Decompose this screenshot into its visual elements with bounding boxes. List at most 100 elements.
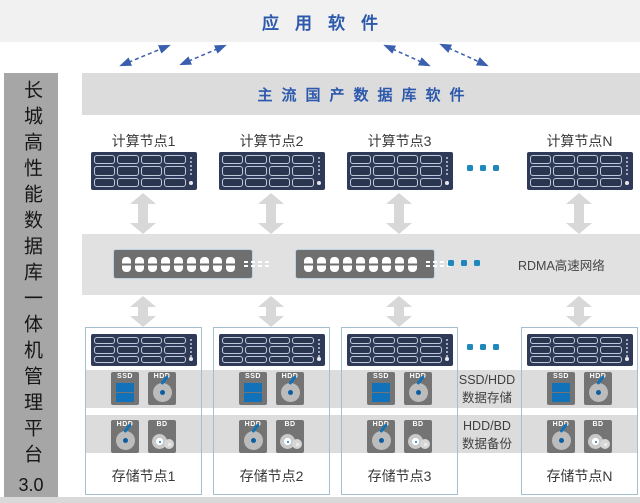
server-rack-icon: [218, 334, 325, 366]
ssd-label: SSD: [373, 373, 389, 380]
storage-node-label: 存储节点2: [239, 468, 304, 484]
ssd-disk-icon: SSD: [367, 372, 395, 405]
hdd-label: HDD: [116, 421, 134, 428]
ssd-label: SSD: [553, 373, 569, 380]
database-software-label: 主流国产数据库软件: [257, 86, 474, 104]
rack-led-strip: [188, 155, 195, 187]
diag-arrow-icon: [383, 44, 431, 67]
compute-node-1: 计算节点1: [85, 131, 202, 190]
network-switch-icon: [113, 249, 269, 279]
application-software-banner: 应用软件: [0, 0, 640, 42]
rack-bays: [349, 155, 442, 187]
hdd-label: HDD: [372, 421, 390, 428]
rack-bays: [93, 337, 186, 363]
rack-led-strip: [316, 155, 323, 187]
bd-disk-icon: BD: [404, 420, 432, 453]
hdd-disk-icon: HDD: [239, 420, 267, 453]
storage-node-label: 存储节点N: [546, 468, 613, 484]
hdd-disk-icon: HDD: [404, 372, 432, 405]
rack-led-strip: [624, 337, 631, 363]
bd-label: BD: [156, 421, 168, 428]
hdd-label: HDD: [589, 373, 607, 380]
ssd-label: SSD: [245, 373, 261, 380]
storage-tier1-strip: [85, 370, 638, 408]
storage-tier2-strip: [85, 415, 638, 453]
server-rack-icon: [526, 152, 633, 190]
rack-bays: [529, 337, 622, 363]
platform-title-vertical: 长城高性能数据库一体机管理平台: [21, 80, 42, 470]
double-arrow-icon: [130, 296, 156, 327]
compute-node-2: 计算节点2: [213, 131, 330, 190]
hdd-disk-icon: HDD: [148, 372, 176, 405]
diag-arrow-icon: [119, 44, 171, 67]
rack-bays: [349, 337, 442, 363]
server-rack-icon: [218, 152, 325, 190]
hdd-disk-icon: HDD: [547, 420, 575, 453]
rack-bays: [221, 155, 314, 187]
compute-node-n: 计算节点N: [521, 131, 638, 190]
hdd-disk-icon: HDD: [367, 420, 395, 453]
ssd-disk-icon: SSD: [239, 372, 267, 405]
bd-label: BD: [284, 421, 296, 428]
rack-bays: [221, 337, 314, 363]
hdd-disk-icon: HDD: [276, 372, 304, 405]
rack-led-strip: [444, 155, 451, 187]
diag-arrow-icon: [179, 44, 227, 66]
switch-dashes: [244, 261, 269, 267]
rack-led-strip: [444, 337, 451, 363]
storage-node-3: SSD HDD HDD BD 存储节点3: [341, 327, 458, 495]
rack-led-strip: [316, 337, 323, 363]
server-rack-icon: [346, 152, 453, 190]
storage-node-2: SSD HDD HDD BD 存储节点2: [213, 327, 330, 495]
storage-node-label: 存储节点3: [367, 468, 432, 484]
compute-node-label: 计算节点N: [546, 133, 613, 149]
hdd-label: HDD: [409, 373, 427, 380]
double-arrow-icon: [130, 193, 156, 234]
bd-label: BD: [592, 421, 604, 428]
switch-ports: [304, 256, 417, 272]
diag-arrow-icon: [439, 43, 489, 67]
hdd-label: HDD: [153, 373, 171, 380]
double-arrow-icon: [258, 296, 284, 327]
hdd-label: HDD: [552, 421, 570, 428]
storage-ellipsis-dots: [467, 344, 499, 350]
server-rack-icon: [90, 334, 197, 366]
switch-ports: [122, 256, 235, 272]
hdd-label: HDD: [244, 421, 262, 428]
compute-node-3: 计算节点3: [341, 131, 458, 190]
double-arrow-icon: [386, 193, 412, 234]
platform-version: 3.0: [18, 475, 44, 495]
double-arrow-icon: [566, 193, 592, 234]
rdma-network-band: RDMA高速网络: [82, 234, 640, 295]
hdd-disk-icon: HDD: [111, 420, 139, 453]
tier2-backup-label: HDD/BD 数据备份: [461, 419, 512, 451]
network-switch-icon: [295, 249, 451, 279]
compute-node-label: 计算节点3: [367, 133, 432, 149]
storage-node-n: SSD HDD HDD BD 存储节点N: [521, 327, 638, 495]
storage-node-label: 存储节点1: [111, 468, 176, 484]
hdd-label: HDD: [281, 373, 299, 380]
double-arrow-icon: [386, 296, 412, 327]
hdd-disk-icon: HDD: [584, 372, 612, 405]
ssd-disk-icon: SSD: [547, 372, 575, 405]
compute-ellipsis-dots: [467, 165, 499, 171]
ssd-disk-icon: SSD: [111, 372, 139, 405]
tier1-storage-label: SSD/HDD 数据存储: [458, 373, 516, 405]
application-software-label: 应用软件: [262, 13, 394, 33]
database-software-banner: 主流国产数据库软件: [82, 73, 640, 115]
network-ellipsis-dots: [448, 260, 480, 266]
server-rack-icon: [526, 334, 633, 366]
bd-disk-icon: BD: [584, 420, 612, 453]
platform-title-sidebar: 长城高性能数据库一体机管理平台 3.0: [4, 73, 58, 497]
compute-node-label: 计算节点1: [111, 133, 176, 149]
rack-led-strip: [188, 337, 195, 363]
rack-bays: [529, 155, 622, 187]
server-rack-icon: [90, 152, 197, 190]
storage-node-1: SSD HDD HDD BD 存储节点1: [85, 327, 202, 495]
bd-disk-icon: BD: [276, 420, 304, 453]
ssd-label: SSD: [117, 373, 133, 380]
rack-bays: [93, 155, 186, 187]
bottom-edge-strip: [0, 497, 640, 503]
rdma-network-label: RDMA高速网络: [518, 259, 605, 273]
